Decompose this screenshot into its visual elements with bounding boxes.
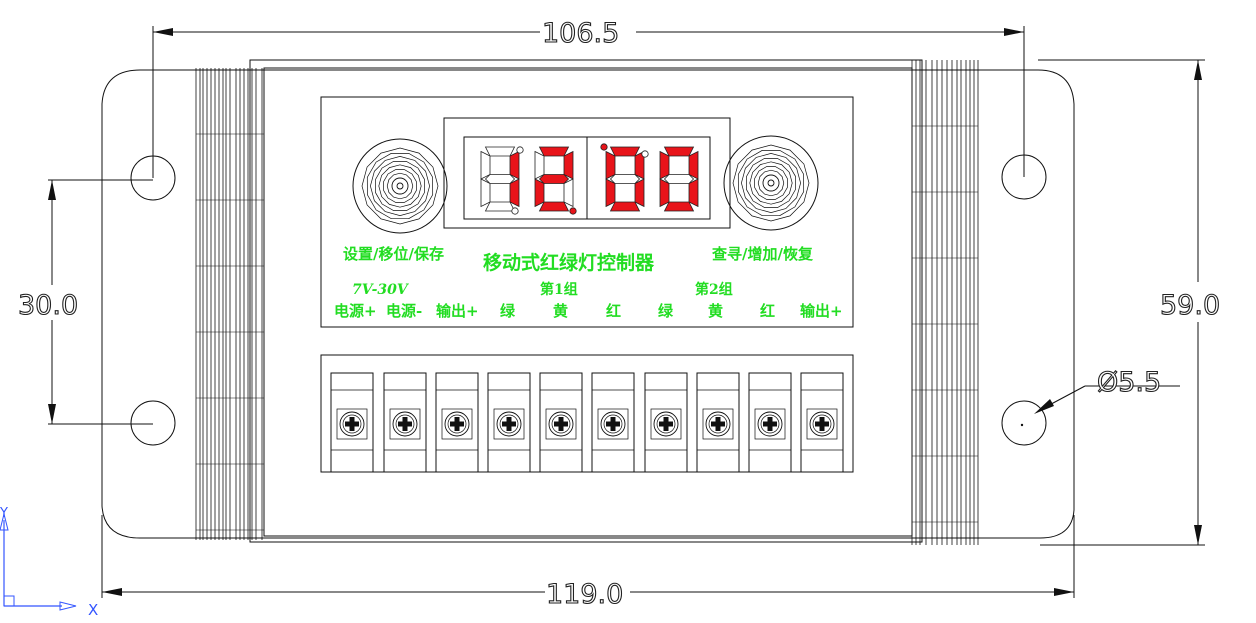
group1-label: 第1组 [540, 281, 578, 298]
terminal-screw[interactable] [748, 372, 792, 473]
terminal-screw[interactable] [383, 372, 427, 473]
display-digit [480, 146, 520, 212]
ucs-axis-icon [0, 513, 77, 611]
terminal-label: 绿 [658, 302, 674, 320]
terminal-block [320, 354, 854, 473]
dim-hole-diameter-leader [1034, 385, 1180, 414]
hole-center-mark [1020, 423, 1024, 427]
seven-segment-display [480, 143, 699, 215]
display-digit [534, 146, 574, 212]
mounting-hole-bottom-right [1001, 400, 1047, 446]
terminal-screw[interactable] [435, 372, 479, 473]
left-knob[interactable] [352, 138, 448, 234]
terminals [330, 372, 844, 473]
terminal-screw[interactable] [330, 372, 374, 473]
dim-hole-diameter-value: Ø5.5 [1097, 367, 1161, 398]
device-title: 移动式红绿灯控制器 [483, 251, 655, 274]
terminal-screw[interactable] [644, 372, 688, 473]
dim-top-width-value: 106.5 [542, 18, 619, 49]
dim-height-value: 59.0 [1160, 290, 1220, 321]
right-knob-label: 查寻/增加/恢复 [712, 245, 814, 263]
terminal-label: 电源- [386, 302, 422, 320]
ucs-y-label: Y [0, 506, 8, 521]
front-panel [320, 96, 854, 328]
terminal-screw[interactable] [487, 372, 531, 473]
display-digit [605, 146, 645, 212]
decimal-point [516, 146, 524, 154]
right-heatsink-fins [911, 60, 979, 545]
base-plate-outline [101, 69, 1075, 539]
decimal-point [641, 150, 649, 158]
terminal-label: 红 [760, 302, 775, 320]
dim-hole-spacing [48, 179, 153, 425]
decimal-point [600, 143, 608, 151]
dim-bottom-width [101, 515, 1075, 598]
dim-hole-spacing-value: 30.0 [18, 290, 78, 321]
terminal-label: 黄 [553, 302, 568, 320]
terminal-screw[interactable] [591, 372, 635, 473]
terminal-label: 绿 [500, 302, 516, 320]
terminal-labels: 电源+ 电源- 输出+ 绿 黄 红 绿 黄 红 输出+ [334, 302, 843, 320]
decimal-point [569, 207, 577, 215]
voltage-label: 7V-30V [352, 282, 410, 298]
group2-label: 第2组 [695, 281, 733, 298]
mounting-hole-bottom-left [130, 400, 176, 446]
terminal-label: 输出+ [436, 302, 479, 320]
left-knob-label: 设置/移位/保存 [343, 245, 444, 263]
display-digit [659, 146, 699, 212]
left-heatsink-fins [195, 68, 264, 540]
terminal-screw[interactable] [539, 372, 583, 473]
right-knob[interactable] [723, 135, 819, 231]
terminal-screw[interactable] [696, 372, 740, 473]
display-frame [443, 117, 731, 229]
decimal-point [511, 207, 519, 215]
terminal-label: 红 [606, 302, 621, 320]
main-body-outline [249, 59, 923, 543]
terminal-label: 电源+ [334, 302, 377, 320]
dim-height [1038, 59, 1205, 546]
dim-bottom-width-value: 119.0 [546, 579, 623, 610]
ucs-x-label: X [88, 601, 98, 619]
dim-top-width [152, 26, 1025, 178]
terminal-label: 黄 [708, 302, 723, 320]
terminal-screw[interactable] [800, 372, 844, 473]
terminal-label: 输出+ [800, 302, 843, 320]
